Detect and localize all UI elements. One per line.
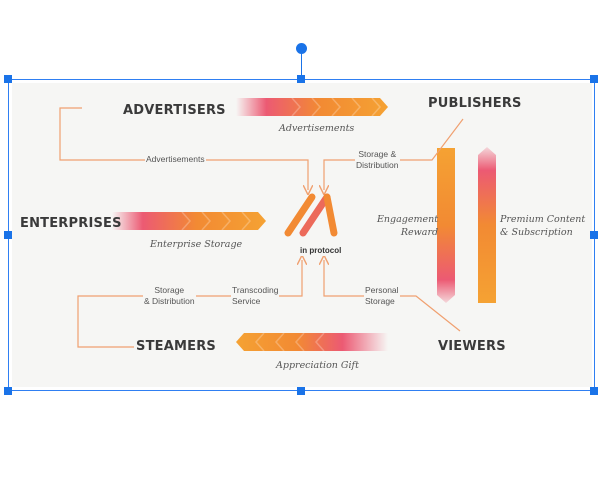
resize-handle-middle-right[interactable] bbox=[590, 231, 598, 239]
engagement-reward-flow-arrow bbox=[437, 148, 455, 303]
label-storage-distribution-publishers: Storage & Distribution bbox=[355, 149, 400, 171]
node-advertisers: ADVERTISERS bbox=[123, 103, 226, 118]
node-steamers: STEAMERS bbox=[136, 339, 216, 354]
resize-handle-top-left[interactable] bbox=[4, 75, 12, 83]
protocol-logo-icon bbox=[284, 193, 338, 237]
appreciation-gift-flow-arrow bbox=[236, 332, 388, 352]
node-publishers: PUBLISHERS bbox=[428, 96, 522, 111]
advertisements-flow-arrow bbox=[236, 97, 388, 117]
label-enterprise-storage: Enterprise Storage bbox=[150, 239, 243, 250]
resize-handle-bottom-right[interactable] bbox=[590, 387, 598, 395]
node-enterprises: ENTERPRISES bbox=[20, 216, 122, 231]
enterprise-storage-flow-arrow bbox=[112, 211, 266, 231]
diagram-graphics bbox=[59, 97, 496, 352]
resize-handle-top-center[interactable] bbox=[297, 75, 305, 83]
label-engagement-reward: Engagement Reward bbox=[377, 214, 439, 238]
resize-handle-bottom-left[interactable] bbox=[4, 387, 12, 395]
rotation-handle-stem bbox=[301, 49, 302, 79]
diagram-image[interactable]: ADVERTISERS PUBLISHERS ENTERPRISES STEAM… bbox=[12, 83, 592, 387]
label-premium-content: Premium Content & Subscription bbox=[500, 214, 586, 238]
label-storage-distribution-steamers: Storage & Distribution bbox=[143, 285, 196, 307]
premium-content-flow-arrow bbox=[478, 147, 496, 303]
node-viewers: VIEWERS bbox=[438, 339, 506, 354]
label-appreciation-gift: Appreciation Gift bbox=[276, 360, 359, 371]
label-advertisements-arrow: Advertisements bbox=[279, 123, 355, 134]
resize-handle-top-right[interactable] bbox=[590, 75, 598, 83]
label-personal-storage: Personal Storage bbox=[364, 285, 400, 307]
selection-frame bbox=[8, 79, 595, 391]
center-logo-label: in protocol bbox=[299, 245, 343, 256]
resize-handle-bottom-center[interactable] bbox=[297, 387, 305, 395]
label-advertisements-line: Advertisements bbox=[145, 154, 206, 165]
label-transcoding-service: Transcoding Service bbox=[231, 285, 280, 307]
resize-handle-middle-left[interactable] bbox=[4, 231, 12, 239]
rotation-handle[interactable] bbox=[296, 43, 307, 54]
